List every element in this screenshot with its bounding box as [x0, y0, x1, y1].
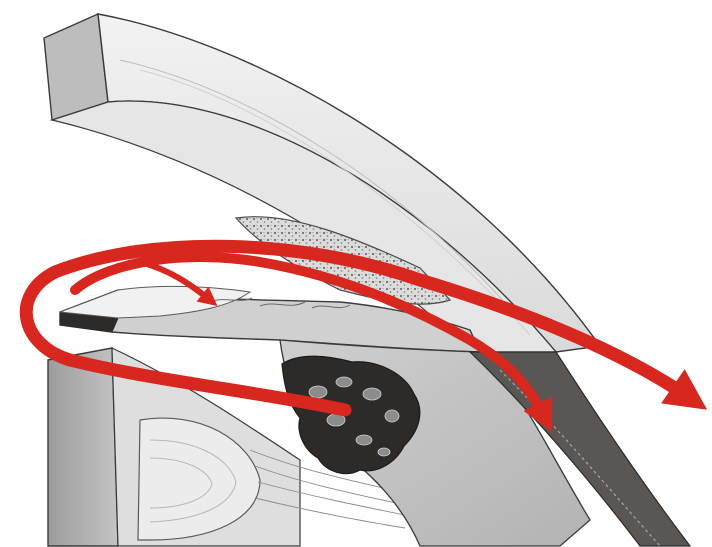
eye-anterior-chamber-angle-diagram: [0, 0, 712, 547]
